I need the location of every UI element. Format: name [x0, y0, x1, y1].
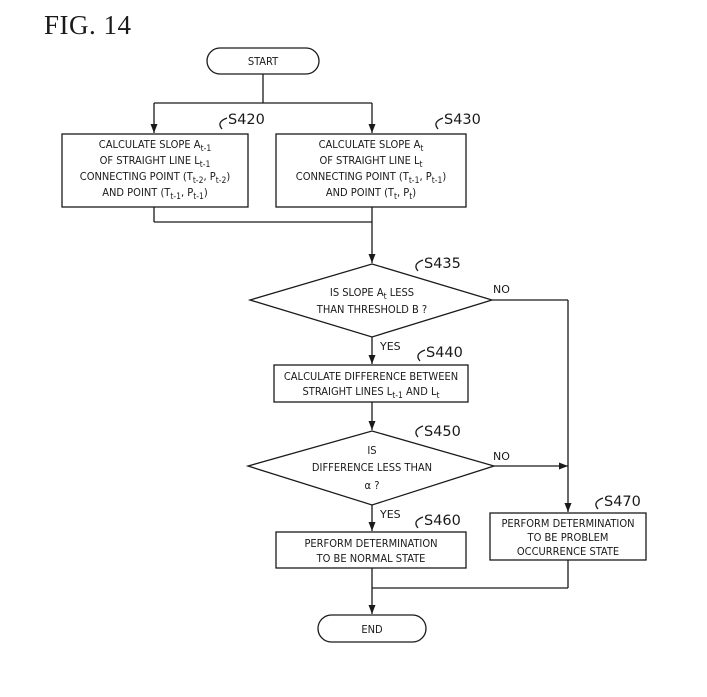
step-s440: CALCULATE DIFFERENCE BETWEEN STRAIGHT LI…	[274, 345, 468, 402]
svg-text:PERFORM DETERMINATION: PERFORM DETERMINATION	[304, 537, 437, 550]
svg-text:CALCULATE DIFFERENCE BETWEEN: CALCULATE DIFFERENCE BETWEEN	[284, 370, 458, 383]
svg-text:TO BE NORMAL STATE: TO BE NORMAL STATE	[316, 552, 426, 565]
yes-label-s450: YES	[379, 508, 401, 521]
decision-s450: IS DIFFERENCE LESS THAN α ? S450 YES NO	[248, 424, 510, 521]
svg-text:α ?: α ?	[365, 479, 380, 492]
svg-text:IS: IS	[367, 444, 376, 457]
step-label-s450: S450	[424, 424, 461, 440]
step-label-s430: S430	[444, 112, 481, 128]
svg-text:THAN THRESHOLD B ?: THAN THRESHOLD B ?	[316, 303, 427, 316]
step-s460: PERFORM DETERMINATION TO BE NORMAL STATE…	[276, 513, 466, 568]
decision-s435: IS SLOPE At LESS THAN THRESHOLD B ? S435…	[250, 256, 510, 353]
start-terminal: START	[207, 48, 319, 74]
step-label-s420: S420	[228, 112, 265, 128]
step-s430: CALCULATE SLOPE At OF STRAIGHT LINE Lt C…	[276, 112, 481, 207]
svg-text:TO BE PROBLEM: TO BE PROBLEM	[527, 531, 609, 544]
no-label-s435: NO	[493, 283, 510, 296]
step-label-s435: S435	[424, 256, 461, 272]
no-label-s450: NO	[493, 450, 510, 463]
step-label-s440: S440	[426, 345, 463, 361]
svg-text:DIFFERENCE LESS THAN: DIFFERENCE LESS THAN	[312, 461, 432, 474]
step-s420: CALCULATE SLOPE At-1 OF STRAIGHT LINE Lt…	[62, 112, 265, 207]
svg-text:END: END	[361, 623, 383, 636]
end-terminal: END	[318, 615, 426, 642]
svg-text:OCCURRENCE STATE: OCCURRENCE STATE	[517, 545, 619, 558]
yes-label-s435: YES	[379, 340, 401, 353]
svg-text:START: START	[248, 55, 279, 68]
svg-text:PERFORM DETERMINATION: PERFORM DETERMINATION	[501, 517, 634, 530]
step-label-s460: S460	[424, 513, 461, 529]
step-label-s470: S470	[604, 494, 641, 510]
